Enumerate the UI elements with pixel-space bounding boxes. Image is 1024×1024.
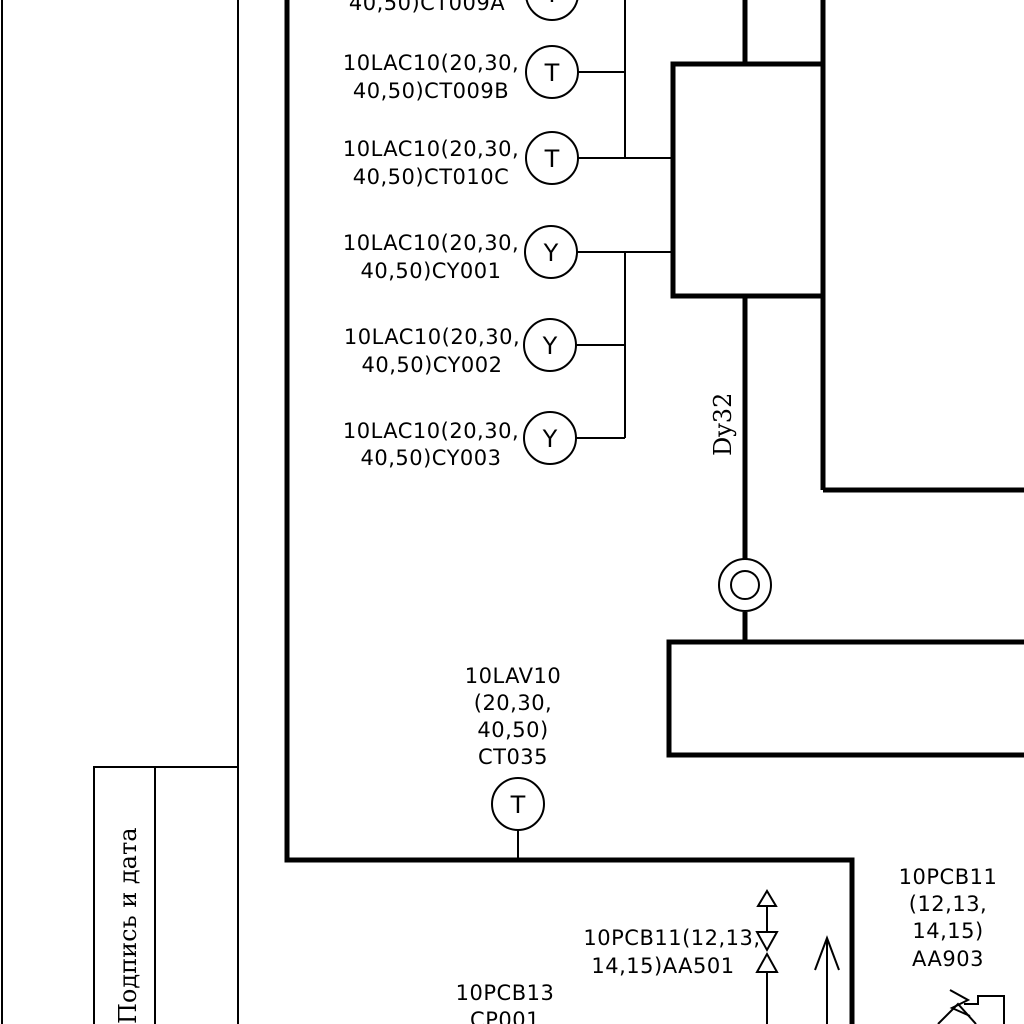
valve-label-line1: 10PCB11(12,13, — [583, 926, 760, 950]
instrument-label-line2: 40,50)CT009A — [349, 0, 505, 15]
instrument-ct010c: T 10LAC10(20,30, 40,50)CT010C — [343, 131, 579, 189]
valve-arrow-icon — [756, 889, 778, 907]
instrument-cy003: Y 10LAC10(20,30, 40,50)CY003 — [343, 411, 577, 470]
valve-body-icon — [755, 931, 779, 953]
instrument-ct035: 10LAV10 (20,30, 40,50) CT035 T — [465, 664, 562, 860]
instrument-label-line2: 40,50)CY003 — [360, 446, 501, 470]
instrument-label-line2: (20,30, — [474, 691, 553, 715]
valve-label-line2: 14,15)AA501 — [591, 954, 734, 978]
main-pipe-left — [284, 0, 855, 1024]
instrument-label-line1: 10LAC10(20,30, — [343, 419, 519, 443]
instrument-label-line2: 40,50)CY002 — [361, 353, 502, 377]
instrument-label-line1: 10LAV10 — [465, 664, 562, 688]
safety-valve-icon — [937, 1002, 977, 1024]
valve-label-line2: (12,13, — [909, 892, 988, 916]
title-block — [93, 766, 239, 1024]
pipe-size-label: Dy32 — [709, 393, 737, 456]
valve-label-line4: AA903 — [912, 947, 984, 971]
instrument-symbol: Y — [543, 239, 559, 267]
instrument-label-line1: 10LAC10(20,30, — [343, 231, 519, 255]
instrument-label-line3: 40,50) — [477, 718, 548, 742]
pcb13-label-line1: 10PCB13 — [456, 981, 555, 1005]
instrument-label-line1: 10LAC10(20,30, — [344, 325, 520, 349]
instrument-ct009a: T 40,50)CT009A — [349, 0, 579, 21]
valve-label-line3: 14,15) — [912, 919, 983, 943]
instrument-symbol: Y — [542, 425, 558, 453]
valve-aa501: 10PCB11(12,13, 14,15)AA501 — [583, 889, 779, 1024]
instrument-ct009b: T 10LAC10(20,30, 40,50)CT009B — [343, 45, 579, 103]
pcb13-label-line2: CP001 — [470, 1008, 540, 1024]
instrument-label-line1: 10LAC10(20,30, — [343, 51, 519, 75]
instrument-symbol: T — [510, 791, 526, 819]
flow-arrow-icon — [814, 935, 840, 1024]
instrument-cy002: Y 10LAC10(20,30, 40,50)CY002 — [344, 318, 577, 377]
valve-label-line1: 10PCB11 — [899, 865, 998, 889]
instrument-cy001: Y 10LAC10(20,30, 40,50)CY001 — [343, 225, 578, 283]
equipment-box-upper — [670, 61, 826, 299]
instrument-label-line2: 40,50)CT010C — [353, 165, 510, 189]
pump-symbol — [718, 558, 772, 612]
instrument-pcb13: 10PCB13 CP001 — [456, 981, 555, 1024]
instrument-symbol: T — [544, 59, 560, 87]
instrument-label-line1: 10LAC10(20,30, — [343, 137, 519, 161]
instrument-symbol: T — [544, 145, 560, 173]
instrument-label-line4: CT035 — [478, 745, 548, 769]
valve-aa903: 10PCB11 (12,13, 14,15) AA903 — [899, 865, 1005, 1024]
instrument-symbol: Y — [542, 332, 558, 360]
stamp-signature-date-text: Подпись и дата — [114, 827, 142, 1024]
instrument-label-line2: 40,50)CY001 — [360, 259, 501, 283]
instrument-symbol: T — [544, 0, 560, 8]
instrument-label-line2: 40,50)CT009B — [353, 79, 509, 103]
equipment-box-lower — [666, 639, 1024, 758]
